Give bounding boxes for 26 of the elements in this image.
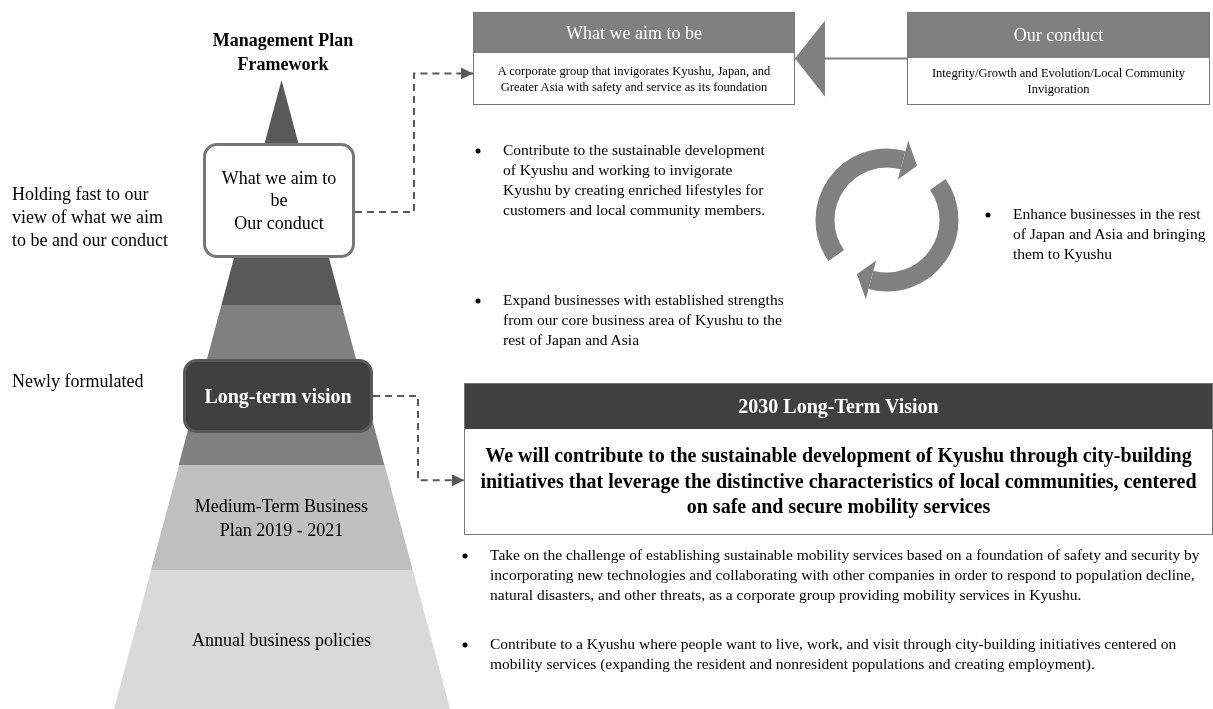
rounded-box: What we aim to be Our conduct xyxy=(203,143,355,258)
arrow xyxy=(372,395,465,487)
card xyxy=(473,12,795,105)
chevron-arrow xyxy=(794,20,908,97)
card-text: Integrity/Growth and Evolution/Local Community Invigoration xyxy=(930,65,1187,97)
bullet-text: Contribute to the sustainable development of Kyushu and working to invigorate Kyushu by creating enriched lifestyles for customers and local community members. xyxy=(503,140,767,220)
band-label: Medium-Term Business Plan 2019 - 2021 xyxy=(193,494,370,542)
card-header: Our conduct xyxy=(908,13,1209,58)
arrow xyxy=(354,67,474,213)
card-text: A corporate group that invigorates Kyushu, Japan, and Greater Asia with safety and service as its foundation xyxy=(496,62,772,95)
side-note: Newly formulated xyxy=(12,370,145,393)
pyramid-band xyxy=(150,465,413,570)
band-label: Annual business policies xyxy=(191,628,372,652)
card-text: We will contribute to the sustainable development of Kyushu through city-building initiatives that leverage the distinctive characteristics of local communities, centered on safe and secure mobility services xyxy=(479,443,1198,520)
bullet-text: Enhance businesses in the rest of Japan and Asia and bringing them to Kyushu xyxy=(1013,204,1207,264)
card-header: 2030 Long-Term Vision xyxy=(465,384,1212,429)
side-note: Holding fast to our view of what we aim to be and our conduct xyxy=(12,183,169,252)
pyramid-band xyxy=(113,570,450,709)
card-header: What we aim to be xyxy=(474,13,794,53)
bullet-text: Take on the challenge of establishing sustainable mobility services based on a foundation of safety and security by incorporating new technologies and collaborating with other companies in order to respond to population decline, natural disasters, and other threats, as a corporate group providing mobility services in Kyushu. xyxy=(490,545,1201,605)
card xyxy=(464,383,1213,535)
title: Management Plan Framework xyxy=(211,29,355,76)
bullet-text: Contribute to a Kyushu where people want to live, work, and visit through city-building initiatives centered on mobility services (expanding the resident and nonresident populations and creating employment). xyxy=(490,634,1178,674)
bullet-text: Expand businesses with established strengths from our core business area of Kyushu to the rest of Japan and Asia xyxy=(503,290,785,350)
card xyxy=(907,12,1210,105)
rounded-box: Long-term vision xyxy=(183,359,373,433)
